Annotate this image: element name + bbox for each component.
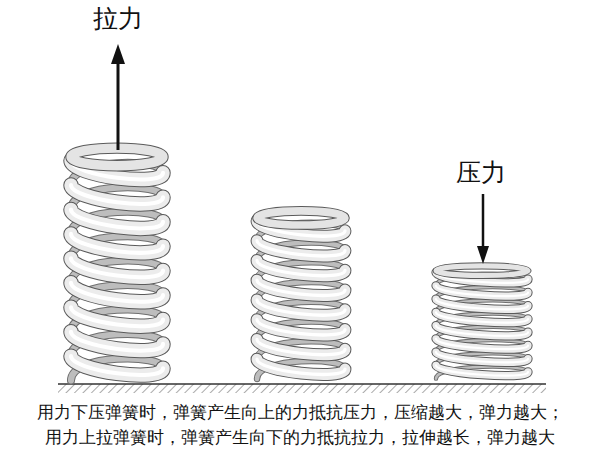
coil-highlight [257, 300, 345, 315]
coil-highlight [436, 365, 528, 375]
coil-top [436, 266, 528, 276]
coil-front [257, 300, 345, 315]
ground-hatch [58, 384, 546, 393]
caption-line: 用力下压弹簧时，弹簧产生向上的力抵抗压力，压缩越大，弹力越大； [37, 402, 564, 422]
coil-highlight [71, 258, 163, 277]
coil-highlight [257, 260, 345, 275]
springs [71, 148, 528, 380]
coil-front [71, 356, 163, 375]
coil-top [71, 148, 163, 166]
coil-front [436, 326, 528, 336]
coil-front [257, 260, 345, 275]
coil-top [257, 211, 345, 225]
coil-front [257, 320, 345, 335]
coil-front [436, 339, 528, 349]
coil-front [436, 365, 528, 375]
coil-front [436, 326, 528, 336]
coil-front [71, 185, 163, 204]
coil-front [71, 234, 163, 253]
force-label: 拉力 [93, 4, 143, 34]
force-label: 压力 [456, 158, 506, 188]
coil-highlight [436, 312, 528, 322]
coil-highlight [71, 185, 163, 204]
coil-front [71, 258, 163, 277]
coil-top [71, 148, 163, 166]
coil-front [257, 260, 345, 275]
press-arrowhead [477, 246, 489, 264]
coil-highlight [71, 356, 163, 375]
coil-top [436, 266, 528, 276]
coil-highlight [257, 359, 345, 374]
coil-front [71, 209, 163, 228]
coil-front [436, 312, 528, 322]
coil-front [71, 209, 163, 228]
coil-front [436, 299, 528, 309]
coil-highlight [436, 326, 528, 336]
coil-front [71, 258, 163, 277]
coil-front [257, 280, 345, 295]
coil-front [257, 359, 345, 374]
coil-highlight [71, 307, 163, 326]
coil-front [436, 299, 528, 309]
coil-highlight [436, 286, 528, 296]
coil-front [71, 332, 163, 351]
caption-line: 用力上拉弹簧时，弹簧产生向下的力抵抗拉力，拉伸越长，弹力越大 [45, 427, 555, 447]
coil-front [71, 185, 163, 204]
ground-line [58, 383, 546, 385]
coil-front [71, 283, 163, 302]
coil-highlight [257, 280, 345, 295]
coil-front [257, 241, 345, 256]
pull-arrowhead [111, 44, 125, 64]
coil-highlight [436, 339, 528, 349]
coil-front [257, 339, 345, 354]
coil-front [257, 241, 345, 256]
coil-front [71, 307, 163, 326]
coil-front [257, 320, 345, 335]
coil-highlight [257, 241, 345, 256]
coil-front [257, 359, 345, 374]
coil-front [436, 352, 528, 362]
coil-front [436, 286, 528, 296]
pull-arrow-shaft [117, 62, 120, 150]
coil-front [436, 352, 528, 362]
coil-front [436, 312, 528, 322]
coil-front [71, 332, 163, 351]
coil-highlight [71, 209, 163, 228]
coil-highlight [436, 352, 528, 362]
coil-front [436, 286, 528, 296]
coil-front [71, 307, 163, 326]
coil-highlight [71, 283, 163, 302]
coil-front [257, 339, 345, 354]
coil-highlight [71, 234, 163, 253]
coil-front [436, 365, 528, 375]
coil-highlight [257, 320, 345, 335]
coil-front [71, 356, 163, 375]
coil-highlight [257, 339, 345, 354]
coil-front [71, 234, 163, 253]
coil-front [436, 339, 528, 349]
coil-top [257, 211, 345, 225]
coil-highlight [436, 299, 528, 309]
coil-front [257, 280, 345, 295]
coil-front [257, 300, 345, 315]
press-arrow-shaft [482, 194, 485, 248]
coil-front [71, 283, 163, 302]
coil-highlight [71, 332, 163, 351]
